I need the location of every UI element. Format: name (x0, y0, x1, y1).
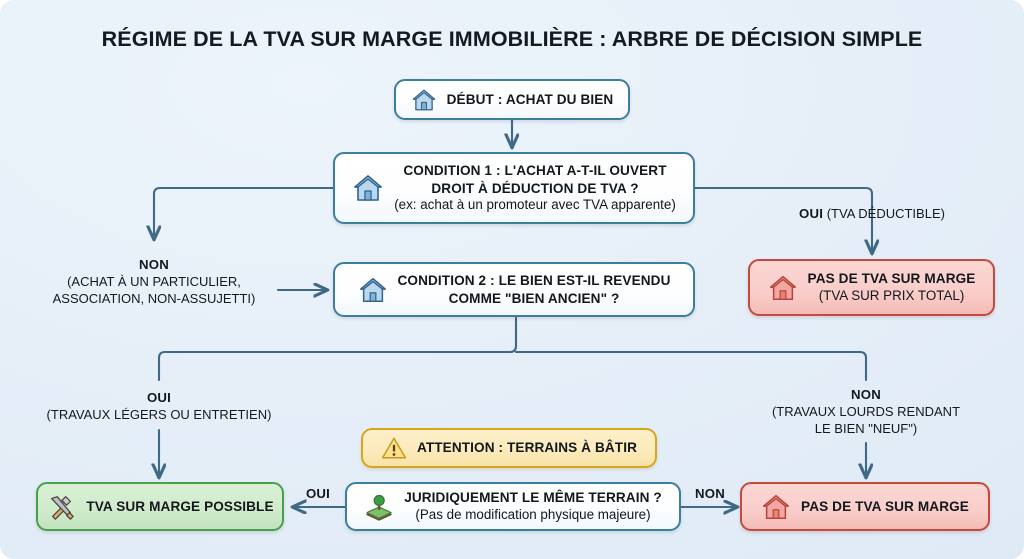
house-icon (354, 175, 382, 201)
node-condition1[interactable]: CONDITION 1 : L'ACHAT A-T-IL OUVERT DROI… (333, 152, 695, 224)
edge-label-land-no: NON (686, 485, 734, 503)
node-warning[interactable]: ATTENTION : TERRAINS À BÂTIR (361, 428, 657, 468)
node-same-land-line2: (Pas de modification physique majeure) (415, 506, 651, 522)
edge-label-condition1-no: NON (ACHAT À UN PARTICULIER, ASSOCIATION… (4, 256, 304, 308)
edge-label-land-yes: OUI (296, 485, 340, 503)
node-no-tva-right-text: PAS DE TVA SUR MARGE (TVA SUR PRIX TOTAL… (808, 270, 976, 304)
edge-condition1-no (154, 186, 335, 239)
page-title: RÉGIME DE LA TVA SUR MARGE IMMOBILIÈRE :… (101, 27, 923, 51)
edge-label-condition1-no-detail2: ASSOCIATION, NON-ASSUJETTI) (52, 290, 256, 306)
node-condition1-line1b: DROIT À DÉDUCTION DE TVA ? (431, 180, 639, 196)
edge-label-condition2-yes-answer: OUI (146, 390, 172, 405)
edge-label-condition2-no-detail2: LE BIEN "NEUF") (814, 420, 918, 436)
edge-label-land-yes-answer: OUI (305, 486, 331, 501)
edge-condition2-left (157, 315, 518, 382)
node-no-tva-right-line2: (TVA SUR PRIX TOTAL) (818, 287, 965, 303)
node-no-tva-right[interactable]: PAS DE TVA SUR MARGE (TVA SUR PRIX TOTAL… (748, 259, 995, 316)
node-same-land-line1: JURIDIQUEMENT LE MÊME TERRAIN ? (404, 490, 662, 506)
tree-land-icon (366, 494, 392, 521)
house-red-icon (769, 275, 796, 300)
node-condition2-text: CONDITION 2 : LE BIEN EST-IL REVENDU COM… (398, 272, 671, 306)
edge-label-condition1-no-answer: NON (139, 257, 169, 272)
edge-label-condition1-yes-detail: (TVA DÉDUCTIBLE) (826, 206, 945, 221)
node-same-land-text: JURIDIQUEMENT LE MÊME TERRAIN ? (Pas de … (404, 489, 662, 523)
node-condition1-line2: (ex: achat à un promoteur avec TVA appar… (394, 196, 676, 212)
node-condition1-line1: CONDITION 1 : L'ACHAT A-T-IL OUVERT (403, 163, 667, 179)
edge-condition1-yes (693, 186, 872, 253)
node-condition2-line1b: COMME "BIEN ANCIEN" ? (448, 290, 620, 306)
node-condition1-text: CONDITION 1 : L'ACHAT A-T-IL OUVERT DROI… (394, 162, 676, 213)
house-icon (412, 89, 435, 110)
edge-label-condition2-no-detail1: (TRAVAUX LOURDS RENDANT (771, 403, 961, 419)
edge-label-condition1-yes: OUI (TVA DÉDUCTIBLE) (762, 205, 982, 223)
edge-label-condition2-yes: OUI (TRAVAUX LÉGERS OU ENTRETIEN) (9, 389, 309, 424)
node-no-tva-bottom[interactable]: PAS DE TVA SUR MARGE (740, 482, 990, 531)
warning-triangle-icon (381, 437, 407, 459)
edge-label-condition2-yes-detail1: (TRAVAUX LÉGERS OU ENTRETIEN) (46, 406, 272, 422)
edge-label-land-no-answer: NON (695, 486, 725, 501)
node-warning-line1: ATTENTION : TERRAINS À BÂTIR (416, 440, 638, 456)
tools-icon (51, 495, 75, 520)
node-condition2-line1: CONDITION 2 : LE BIEN EST-IL REVENDU (397, 273, 671, 289)
node-warning-text: ATTENTION : TERRAINS À BÂTIR (417, 439, 637, 456)
edge-condition2-right (514, 350, 868, 382)
edge-label-condition2-no: NON (TRAVAUX LOURDS RENDANT LE BIEN "NEU… (744, 386, 988, 438)
node-start-text: DÉBUT : ACHAT DU BIEN (447, 91, 614, 108)
node-tva-possible-line1: TVA SUR MARGE POSSIBLE (86, 498, 274, 514)
node-start[interactable]: DÉBUT : ACHAT DU BIEN (394, 79, 630, 120)
node-no-tva-bottom-text: PAS DE TVA SUR MARGE (801, 498, 969, 515)
node-condition2[interactable]: CONDITION 2 : LE BIEN EST-IL REVENDU COM… (333, 262, 695, 317)
node-tva-possible[interactable]: TVA SUR MARGE POSSIBLE (36, 482, 284, 531)
node-tva-possible-text: TVA SUR MARGE POSSIBLE (86, 498, 273, 515)
house-red-icon (763, 494, 789, 519)
node-no-tva-bottom-line1: PAS DE TVA SUR MARGE (801, 498, 969, 514)
edge-label-condition1-no-detail1: (ACHAT À UN PARTICULIER, (67, 273, 241, 289)
node-no-tva-right-line1: PAS DE TVA SUR MARGE (807, 271, 976, 287)
edge-label-condition1-yes-answer: OUI (799, 206, 824, 221)
house-icon (359, 277, 386, 302)
node-start-line1: DÉBUT : ACHAT DU BIEN (446, 91, 614, 107)
node-same-land[interactable]: JURIDIQUEMENT LE MÊME TERRAIN ? (Pas de … (345, 482, 681, 531)
edge-label-condition2-no-answer: NON (851, 387, 881, 402)
